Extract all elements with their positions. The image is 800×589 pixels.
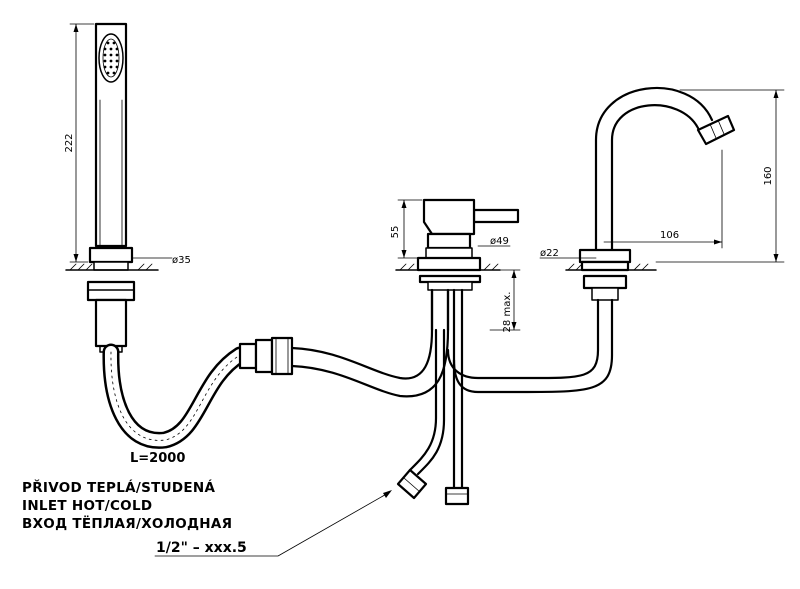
dimension-handshower-length: 222 (64, 23, 95, 263)
dim-160-label: 160 (763, 166, 774, 185)
flexible-hose (102, 336, 294, 449)
single-lever-mixer (416, 198, 520, 492)
dim-222-label: 222 (64, 133, 75, 152)
dim-28max-label: 28 max. (502, 292, 513, 333)
dim-35-label: ø35 (172, 255, 191, 266)
deck-left (65, 263, 159, 271)
hand-shower (86, 22, 136, 353)
hose-length-label: L=2000 (130, 451, 185, 466)
dimension-spout-diameter: ø22 (539, 248, 597, 259)
inlet-hoses (396, 328, 470, 506)
dimension-handshower-diameter: ø35 (131, 255, 191, 266)
spray-nozzles-icon (103, 41, 119, 75)
hose-connection-pipe (290, 288, 450, 398)
dim-49-label: ø49 (490, 236, 509, 247)
dim-106-label: 106 (660, 230, 679, 241)
inlet-leader-line (154, 490, 392, 557)
inlet-thread-label: 1/2" – xxx.5 (156, 540, 247, 556)
inlet-label-cz: PŘIVOD TEPLÁ/STUDENÁ (22, 479, 216, 496)
dim-55-label: 55 (390, 226, 401, 239)
deck-right (565, 263, 657, 271)
dim-22-label: ø22 (540, 248, 559, 259)
inlet-label-en: INLET HOT/COLD (22, 498, 152, 514)
dimension-mixer-diameter: ø49 (477, 236, 511, 247)
dimension-mixer-height: 55 (390, 199, 423, 259)
deck-center (395, 263, 501, 271)
dimension-max-deck: 28 max. (489, 269, 521, 333)
dimension-spout-height: 160 (655, 89, 785, 263)
inlet-description: PŘIVOD TEPLÁ/STUDENÁ INLET HOT/COLD ВХОД… (22, 479, 232, 532)
dimension-spout-reach: 106 (603, 149, 723, 249)
inlet-label-ru: ВХОД ТЁПЛАЯ/ХОЛОДНАЯ (22, 515, 232, 532)
